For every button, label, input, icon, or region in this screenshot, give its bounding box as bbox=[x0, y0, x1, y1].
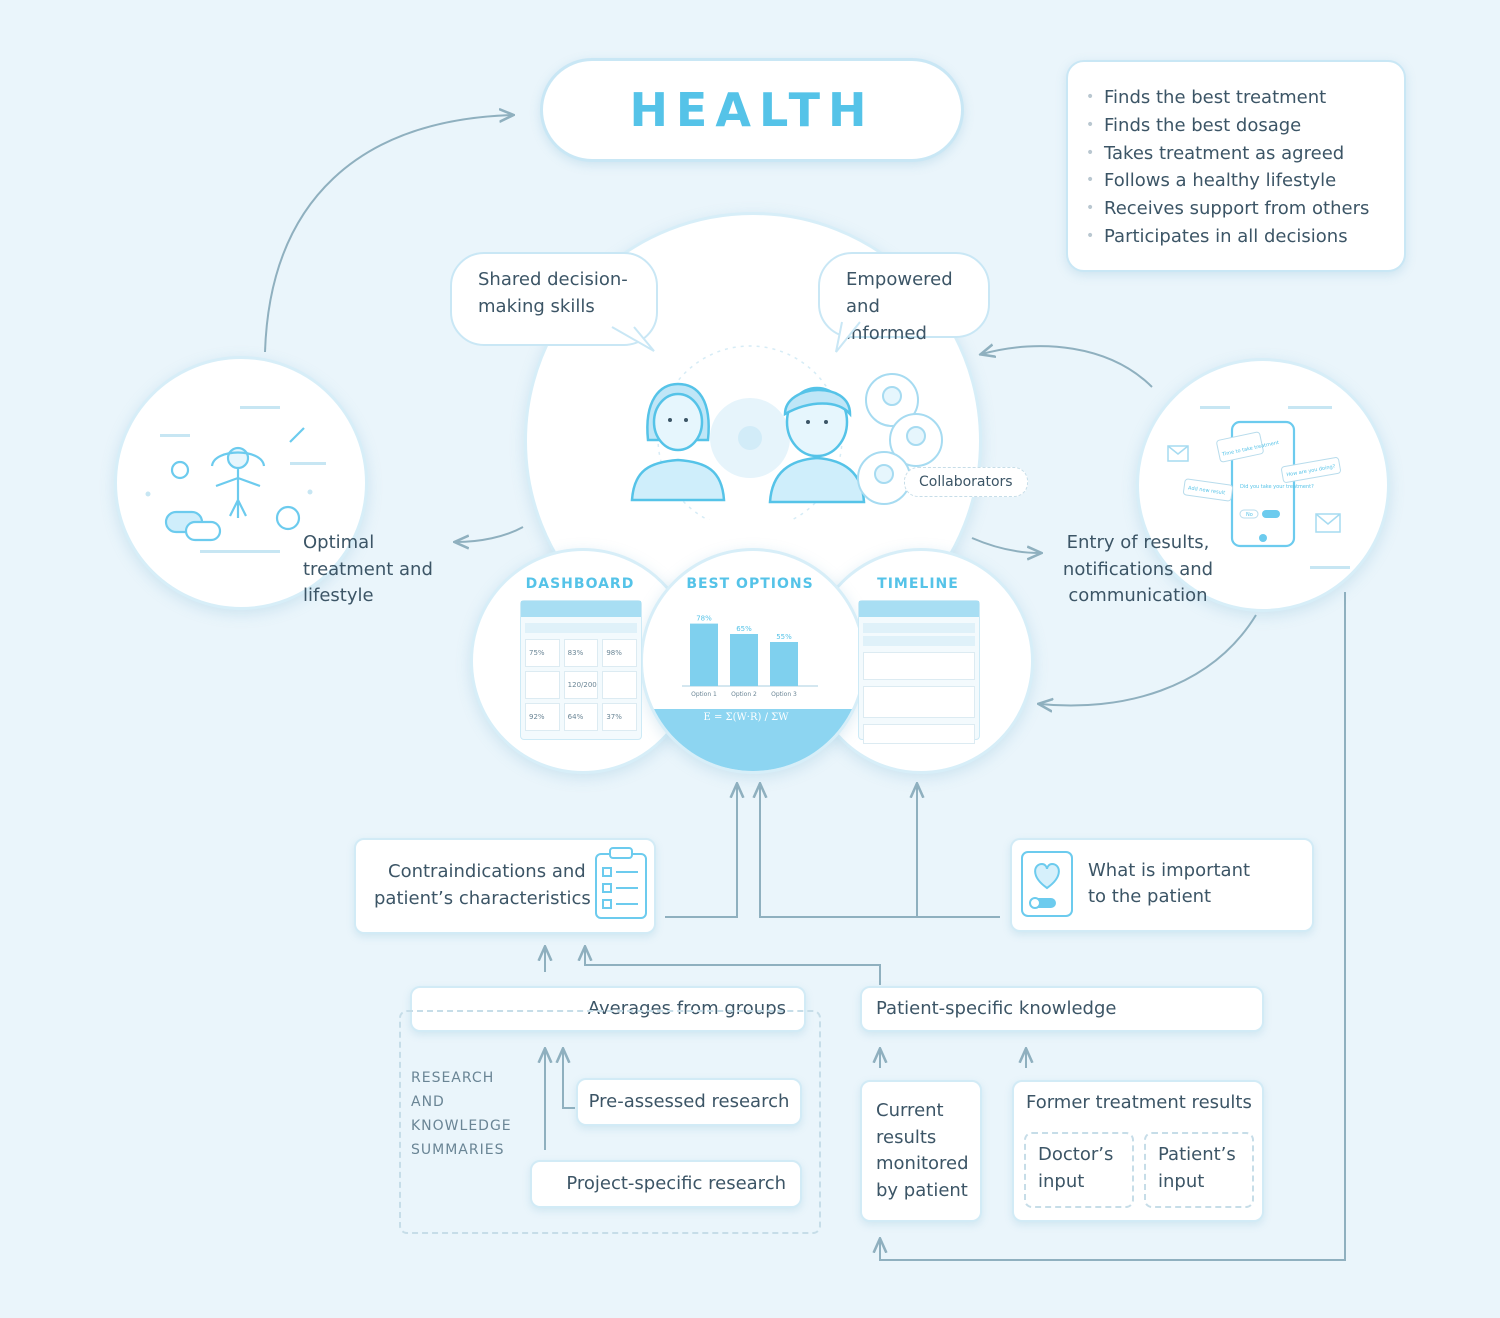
patient-input-box: Patient’s input bbox=[1144, 1132, 1254, 1208]
bubble-tail bbox=[611, 326, 655, 352]
label-line: notifications and bbox=[1062, 558, 1214, 580]
label-line: communication bbox=[1068, 585, 1208, 606]
doctor-patient-illustration bbox=[630, 345, 943, 520]
bar-category-label: Option 2 bbox=[731, 691, 757, 698]
label-line: lifestyle bbox=[303, 585, 374, 606]
bubble-tail bbox=[835, 321, 861, 353]
heart-toggle-icon bbox=[1021, 851, 1073, 917]
best-options-title: BEST OPTIONS bbox=[686, 576, 814, 592]
bar-3 bbox=[770, 642, 798, 686]
box-text-line: input bbox=[1038, 1170, 1085, 1192]
outcomes-list-box: Finds the best treatment Finds the best … bbox=[1066, 60, 1406, 272]
dashboard-cell bbox=[525, 671, 560, 699]
entry-results-label: Entry of results, notifications and comm… bbox=[1050, 530, 1226, 610]
former-results-box: Former treatment results bbox=[1012, 1080, 1264, 1222]
checklist-icon bbox=[595, 847, 647, 919]
dashboard-cell bbox=[602, 671, 637, 699]
collaborator-avatars bbox=[857, 373, 943, 505]
list-item: Finds the best treatment bbox=[1086, 84, 1404, 112]
health-goal-box: HEALTH bbox=[540, 58, 964, 162]
former-results-title: Former treatment results bbox=[1026, 1092, 1252, 1113]
list-item: Receives support from others bbox=[1086, 195, 1404, 223]
lifestyle-circle bbox=[114, 356, 368, 610]
research-summary-label: RESEARCH AND KNOWLEDGE SUMMARIES bbox=[411, 1066, 512, 1162]
dashboard-cell: 64% bbox=[563, 703, 599, 731]
research-region bbox=[399, 1010, 821, 1234]
bubble-text: Shared decision- bbox=[478, 269, 628, 290]
label-line: Optimal bbox=[303, 532, 375, 553]
list-item: Finds the best dosage bbox=[1086, 112, 1404, 140]
label-line: SUMMARIES bbox=[411, 1142, 505, 1158]
pre-assessed-research-box: Pre-assessed research bbox=[576, 1078, 802, 1126]
label-line: KNOWLEDGE bbox=[411, 1118, 512, 1134]
label-line: treatment and bbox=[303, 558, 433, 580]
dashboard-screen: 75% 83% 98% 120/200 92% 64% 37% bbox=[520, 600, 642, 740]
dashboard-cell: 120/200 bbox=[563, 671, 599, 699]
box-text-line: What is important bbox=[1088, 860, 1251, 881]
current-results-box: Current results monitored by patient bbox=[860, 1080, 982, 1222]
box-text: What is important to the patient bbox=[1088, 858, 1250, 910]
best-options-chart: 78% Option 1 65% Option 2 55% Option 3 bbox=[682, 615, 818, 698]
outcomes-list: Finds the best treatment Finds the best … bbox=[1068, 84, 1404, 251]
list-item: Follows a healthy lifestyle bbox=[1086, 167, 1404, 195]
bar-value-label: 55% bbox=[776, 633, 792, 641]
phone-text: Add new result bbox=[1188, 485, 1226, 496]
patient-knowledge-box: Patient-specific knowledge bbox=[860, 986, 1264, 1032]
label-line: Entry of results, bbox=[1066, 532, 1210, 553]
bar-category-label: Option 3 bbox=[771, 691, 797, 698]
optimal-treatment-label: Optimal treatment and lifestyle bbox=[303, 530, 433, 610]
dashboard-cell: 37% bbox=[602, 703, 637, 731]
dashboard-cell: 98% bbox=[602, 639, 637, 667]
bubble-text: and informed bbox=[846, 296, 927, 344]
formula-band bbox=[643, 709, 863, 771]
timeline-title: TIMELINE bbox=[877, 576, 959, 592]
bar-1 bbox=[690, 623, 718, 686]
bar-2 bbox=[730, 634, 758, 686]
box-text: Contraindications and bbox=[388, 861, 586, 882]
box-text-line: results bbox=[876, 1126, 937, 1148]
doctor-input-box: Doctor’s input bbox=[1024, 1132, 1134, 1208]
box-text-line: monitored bbox=[876, 1153, 969, 1174]
bar-value-label: 78% bbox=[696, 615, 712, 623]
list-item: Takes treatment as agreed bbox=[1086, 140, 1404, 168]
bubble-text: Empowered bbox=[846, 269, 953, 290]
bar-value-label: 65% bbox=[736, 625, 752, 633]
box-text-line: to the patient bbox=[1088, 886, 1212, 907]
lifestyle-illustration bbox=[145, 406, 326, 553]
box-text-line: Doctor’s bbox=[1038, 1144, 1114, 1165]
dashboard-cell: 92% bbox=[525, 703, 560, 731]
box-text-line: Current bbox=[876, 1100, 944, 1121]
doctor-icon bbox=[630, 382, 726, 502]
phone-text: No bbox=[1246, 512, 1253, 518]
box-text-line: by patient bbox=[876, 1179, 968, 1201]
list-item: Participates in all decisions bbox=[1086, 223, 1404, 251]
collaborators-label: Collaborators bbox=[904, 467, 1028, 497]
label-line: AND bbox=[411, 1094, 445, 1110]
box-text: patient’s characteristics bbox=[374, 888, 591, 909]
bubble-text: making skills bbox=[478, 296, 595, 317]
bar-category-label: Option 1 bbox=[691, 691, 717, 698]
phone-illustration: Time to take treatment How are you doing… bbox=[1167, 406, 1350, 569]
timeline-screen bbox=[858, 600, 980, 744]
project-research-box: Project-specific research bbox=[530, 1160, 802, 1208]
health-title: HEALTH bbox=[629, 83, 875, 137]
dashboard-cell: 75% bbox=[525, 639, 560, 667]
box-text-line: Patient’s bbox=[1158, 1144, 1236, 1165]
phone-text: Did you take your treatment? bbox=[1240, 484, 1314, 490]
dashboard-cell: 83% bbox=[563, 639, 599, 667]
box-text-line: input bbox=[1158, 1170, 1205, 1192]
dashboard-title: DASHBOARD bbox=[525, 576, 635, 592]
weighted-formula: E = Σ(W·R) / ΣW bbox=[703, 712, 789, 723]
averages-box: Averages from groups bbox=[410, 986, 806, 1032]
label-line: RESEARCH bbox=[411, 1070, 495, 1086]
